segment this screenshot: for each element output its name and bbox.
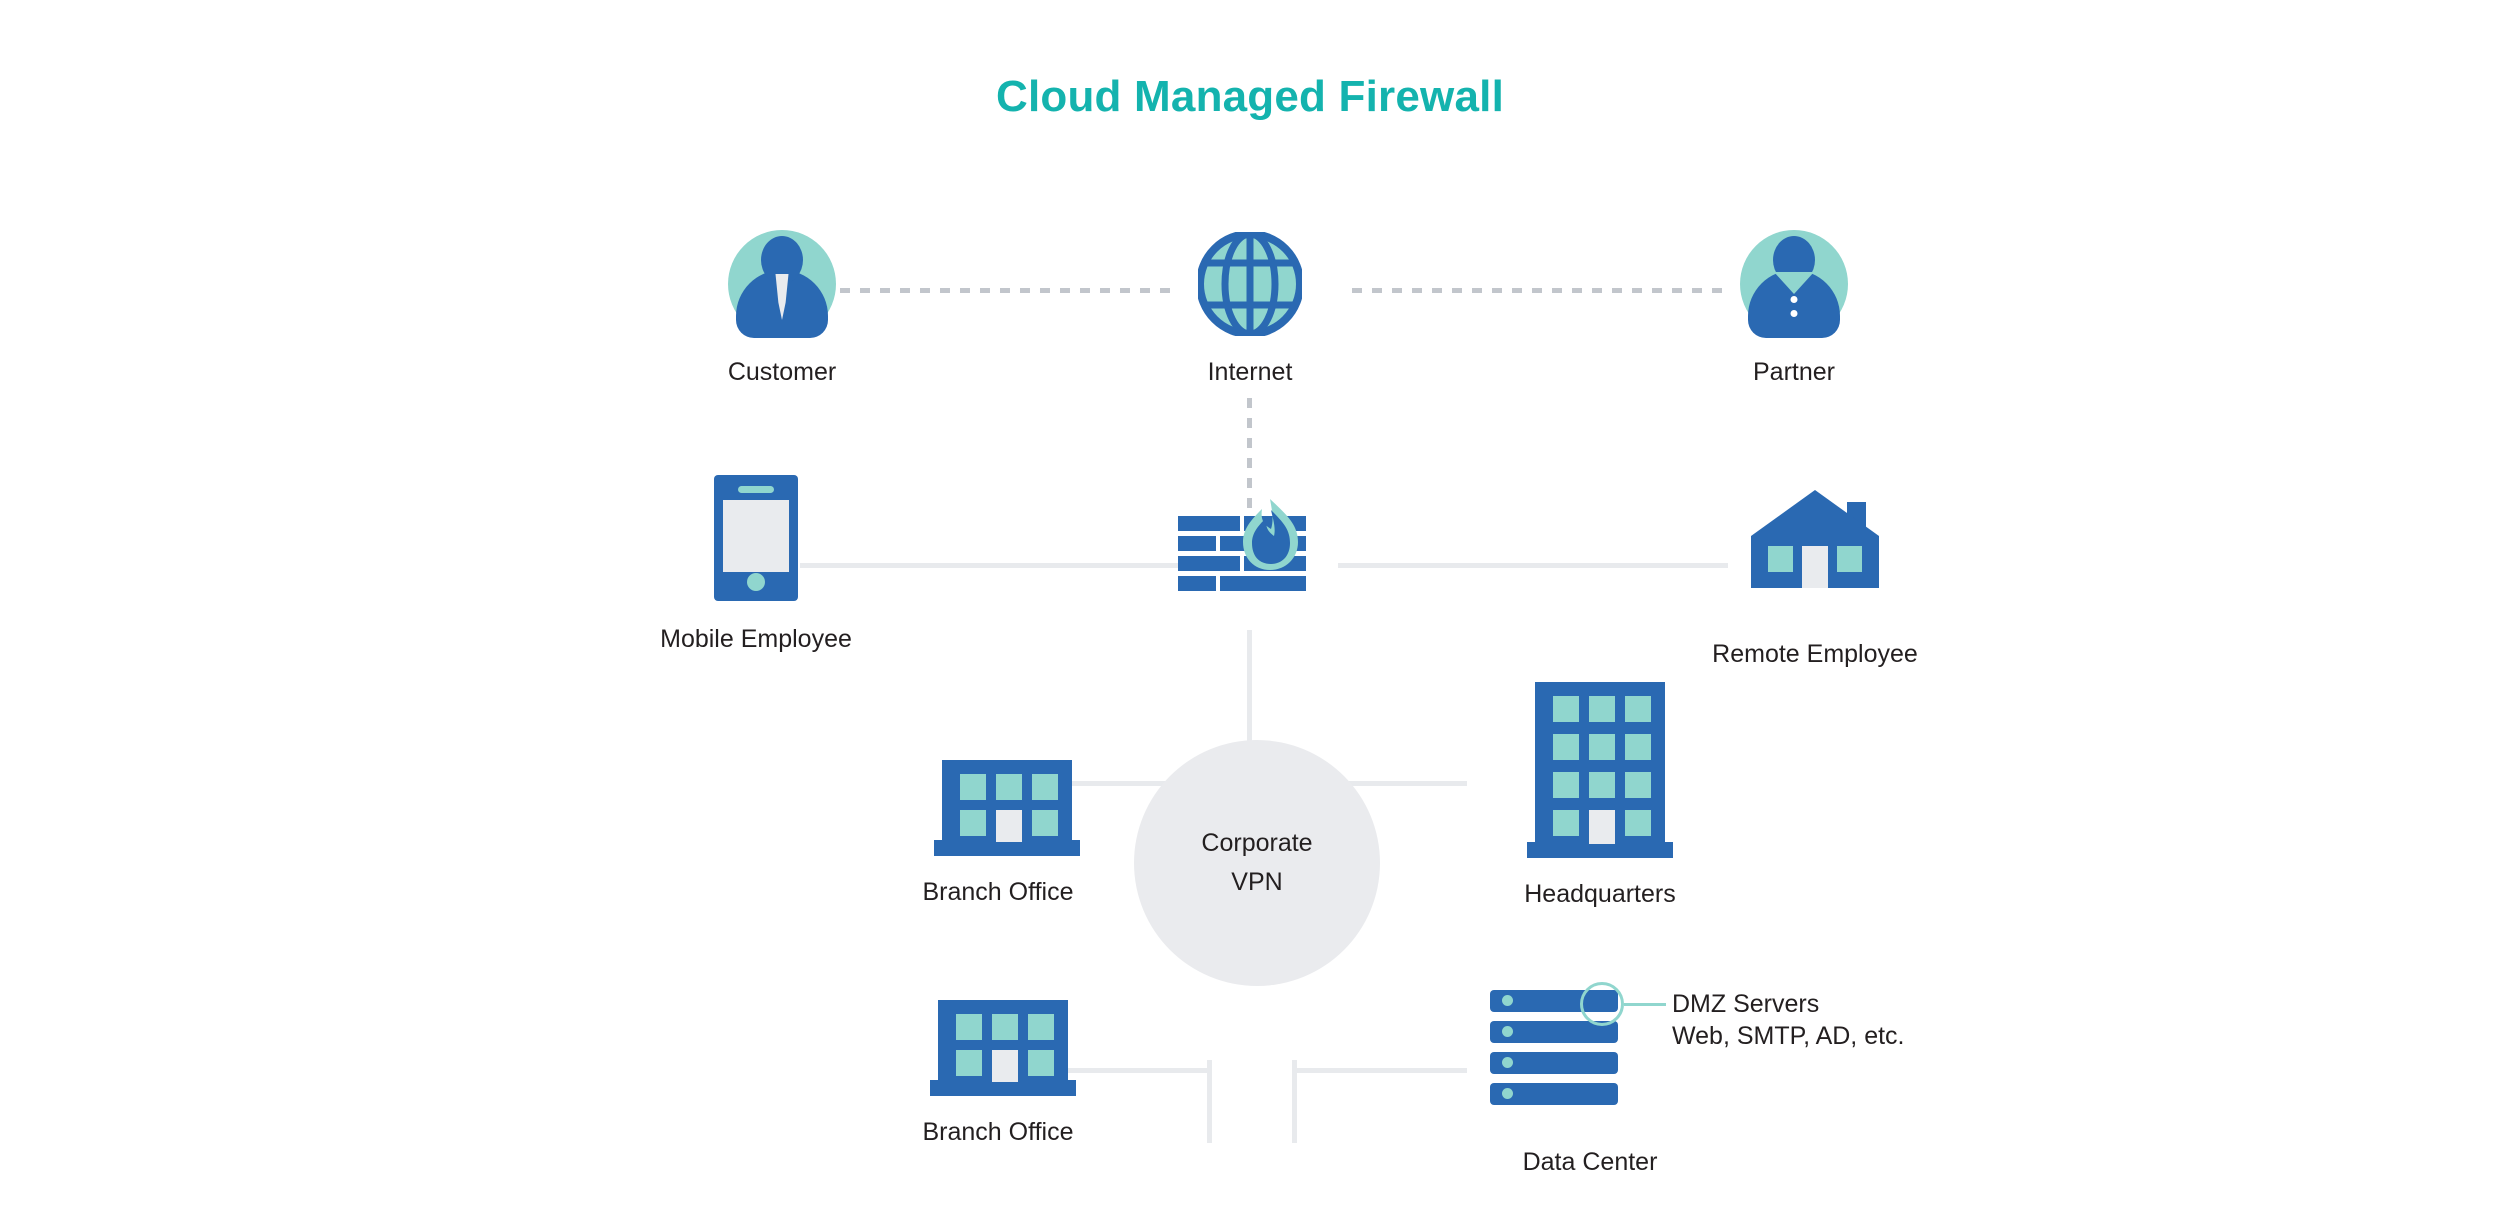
- node-label: Branch Office: [922, 1118, 1074, 1146]
- dmz-callout-circle: [1580, 982, 1624, 1026]
- firewall-brick-flame-icon: [1178, 499, 1306, 594]
- office-building-icon: [934, 760, 1080, 856]
- person-icon: [728, 230, 836, 338]
- node-corporate-vpn[interactable]: Corporate VPN: [1134, 740, 1380, 986]
- node-customer[interactable]: Customer: [674, 230, 890, 390]
- flame-icon: [1240, 498, 1302, 572]
- node-headquarters[interactable]: Headquarters: [1440, 682, 1760, 922]
- connector-customer-internet: [800, 288, 1170, 293]
- node-partner[interactable]: Partner: [1686, 230, 1902, 390]
- person-icon: [1740, 230, 1848, 338]
- node-data-center[interactable]: Data Center: [1430, 990, 1750, 1176]
- dmz-annotation-line1: DMZ Servers: [1672, 990, 1820, 1018]
- node-label: Customer: [727, 358, 837, 386]
- connector-branch-upper-h: [1038, 781, 1212, 786]
- connector-branch-lower-h: [1038, 1068, 1212, 1073]
- node-remote-employee[interactable]: Remote Employee: [1670, 490, 1960, 690]
- vpn-label-line2: VPN: [1231, 868, 1283, 896]
- vpn-label-line1: Corporate: [1201, 829, 1313, 858]
- connector-internet-firewall: [1247, 398, 1252, 510]
- house-icon: [1751, 490, 1879, 588]
- node-label: Internet: [1207, 358, 1293, 386]
- node-mobile-employee[interactable]: Mobile Employee: [622, 475, 890, 675]
- dmz-annotation: DMZ Servers Web, SMTP, AD, etc.: [1672, 988, 1905, 1052]
- connector-branch-lower-v: [1207, 1060, 1212, 1143]
- page-title: Cloud Managed Firewall: [995, 72, 1504, 121]
- node-firewall[interactable]: [1178, 499, 1322, 626]
- connector-datacenter-v: [1292, 1060, 1297, 1143]
- node-label: Partner: [1753, 358, 1835, 386]
- connector-datacenter-h: [1292, 1068, 1467, 1073]
- connector-mobile-firewall: [800, 563, 1178, 568]
- node-label: Remote Employee: [1712, 640, 1918, 668]
- connector-firewall-remote: [1338, 563, 1728, 568]
- node-branch-office-upper[interactable]: Branch Office: [838, 760, 1158, 920]
- smartphone-icon: [714, 475, 798, 601]
- node-label: Headquarters: [1524, 880, 1676, 908]
- node-label: Data Center: [1522, 1148, 1658, 1176]
- globe-icon: [1196, 230, 1304, 338]
- office-building-icon: [930, 1000, 1076, 1096]
- connector-headquarters-h: [1292, 781, 1467, 786]
- node-internet[interactable]: Internet: [1142, 230, 1358, 392]
- tall-building-icon: [1527, 682, 1673, 858]
- connector-internet-partner: [1352, 288, 1722, 293]
- dmz-annotation-line2: Web, SMTP, AD, etc.: [1672, 1022, 1905, 1050]
- node-branch-office-lower[interactable]: Branch Office: [838, 1000, 1158, 1160]
- dmz-callout-line: [1624, 1003, 1666, 1006]
- node-label: Mobile Employee: [660, 625, 852, 653]
- node-label: Branch Office: [922, 878, 1074, 906]
